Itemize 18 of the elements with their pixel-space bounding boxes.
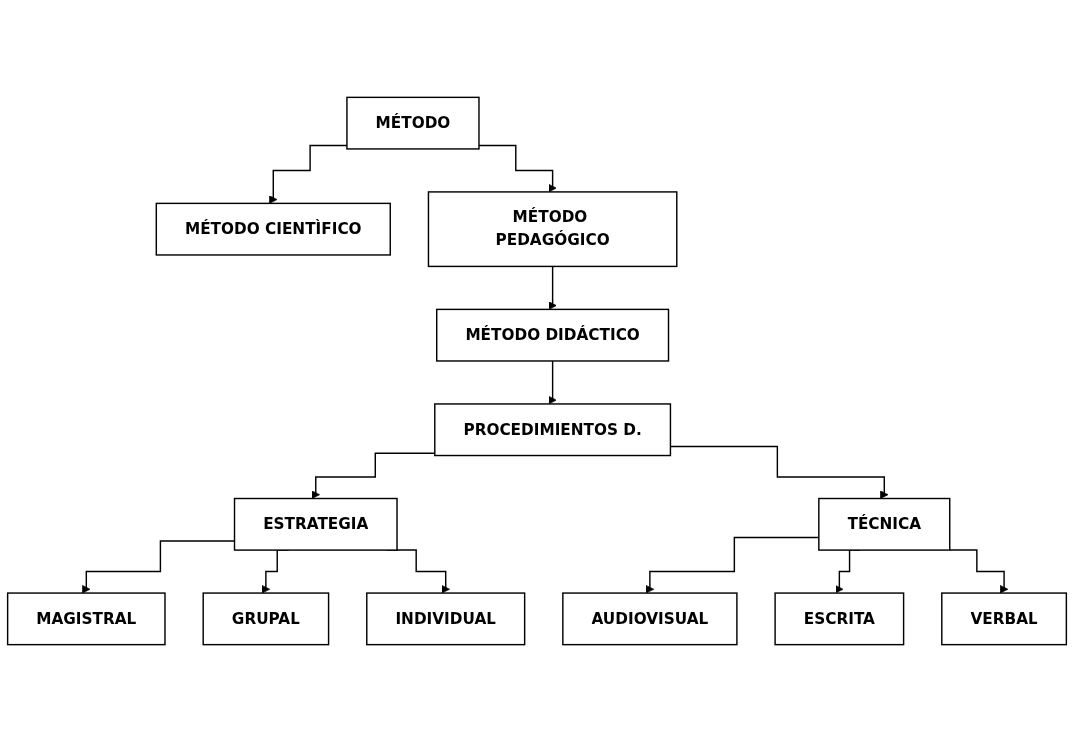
node-box: INDIVIDUAL xyxy=(366,592,526,646)
node-box: MÉTODO CIENTÌFICO xyxy=(155,202,391,256)
node-box: AUDIOVISUAL xyxy=(562,592,738,646)
arrow xyxy=(948,549,1009,594)
node-box: MÉTODO PEDAGÓGICO xyxy=(427,191,678,268)
node-box: GRUPAL xyxy=(202,592,330,646)
node-box: TÉCNICA xyxy=(818,497,951,551)
arrow xyxy=(478,144,557,193)
node-box: PROCEDIMIENTOS D. xyxy=(434,403,672,457)
arrow xyxy=(548,360,557,405)
node-box: VERBAL xyxy=(941,592,1068,646)
node-box: MÉTODO DIDÁCTICO xyxy=(436,308,670,362)
node-box: MÉTODO xyxy=(346,96,480,150)
arrow xyxy=(311,452,436,499)
node-box: MAGISTRAL xyxy=(6,592,166,646)
node-box: ESCRITA xyxy=(774,592,905,646)
arrow xyxy=(548,265,557,310)
node-box: ESTRATEGIA xyxy=(233,497,398,551)
